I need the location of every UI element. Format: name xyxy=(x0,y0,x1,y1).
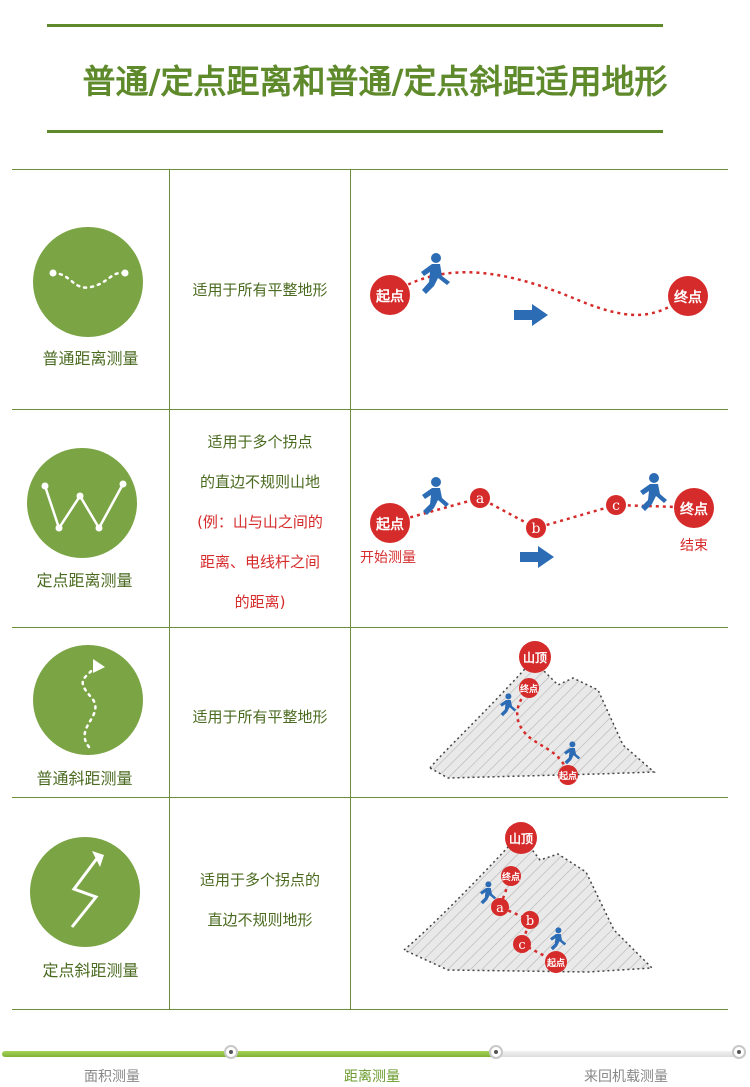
start-marker-label: 起点 xyxy=(375,288,404,305)
flat-distance-illustration: 起点 终点 xyxy=(370,253,708,326)
direction-arrow-icon xyxy=(520,546,554,568)
runner-icon xyxy=(422,477,449,515)
top-rule xyxy=(47,24,663,27)
end-marker-label: 终点 xyxy=(501,871,520,883)
step-dot[interactable] xyxy=(224,1045,238,1059)
row-description: 适用于多个拐点的 直边不规则地形 xyxy=(199,871,320,929)
svg-text:c: c xyxy=(518,938,525,953)
runner-icon xyxy=(500,693,517,717)
zigzag-up-arrow-icon xyxy=(30,837,140,947)
end-marker xyxy=(674,488,714,528)
progress-remaining xyxy=(496,1051,746,1057)
waypoint-b xyxy=(521,911,539,929)
start-marker xyxy=(370,503,410,543)
row-label: 定点距离测量 xyxy=(36,571,133,590)
end-marker-label: 终点 xyxy=(680,501,708,518)
waypoint-c xyxy=(513,935,531,953)
row-label: 普通距离测量 xyxy=(42,349,139,368)
step-label-area[interactable]: 面积测量 xyxy=(84,1069,140,1085)
waypoint-c xyxy=(606,495,626,515)
svg-text:a: a xyxy=(476,491,484,507)
wavy-dotted-line-icon xyxy=(33,227,143,337)
progress-filled xyxy=(2,1051,496,1057)
waypoint-a xyxy=(491,898,509,916)
step-indicator: 面积测量 距离测量 来回机载测量 xyxy=(0,1040,750,1087)
waypoint-b xyxy=(526,518,546,538)
end-note: 结束 xyxy=(680,538,708,554)
row-label: 定点斜距测量 xyxy=(42,961,139,980)
row-description: 适用于所有平整地形 xyxy=(192,708,328,726)
step-label-roundtrip[interactable]: 来回机载测量 xyxy=(584,1069,668,1085)
start-marker-label: 起点 xyxy=(375,516,404,533)
waypoint-a xyxy=(470,488,490,508)
svg-text:c: c xyxy=(612,498,620,514)
peak-marker-label: 山顶 xyxy=(509,831,533,846)
step-dot[interactable] xyxy=(732,1045,746,1059)
step-dot[interactable] xyxy=(489,1045,503,1059)
end-marker xyxy=(501,866,521,886)
svg-text:b: b xyxy=(526,914,534,929)
multi-point-distance-illustration: 起点 开始测量 终点 结束 a b c xyxy=(360,473,714,568)
bottom-rule xyxy=(47,130,663,133)
curved-up-arrow-icon xyxy=(33,645,143,755)
step-label-distance[interactable]: 距离测量 xyxy=(344,1069,400,1085)
start-marker xyxy=(558,765,578,785)
start-marker xyxy=(370,275,410,315)
end-marker-label: 终点 xyxy=(519,683,538,695)
peak-marker-label: 山顶 xyxy=(523,650,547,665)
start-note: 开始测量 xyxy=(360,550,416,566)
slope-distance-illustration: 山顶 终点 起点 xyxy=(428,641,656,785)
end-marker xyxy=(519,678,539,698)
svg-text:b: b xyxy=(532,521,541,537)
row-label: 普通斜距测量 xyxy=(36,769,133,788)
runner-icon xyxy=(480,881,497,905)
row-description: 适用于所有平整地形 xyxy=(192,281,328,299)
peak-marker xyxy=(519,641,551,673)
runner-icon xyxy=(640,473,667,511)
svg-text:a: a xyxy=(496,901,504,916)
terrain-table xyxy=(12,169,728,1010)
start-marker xyxy=(545,951,567,973)
end-marker-label: 终点 xyxy=(674,289,702,306)
runner-icon xyxy=(421,253,450,294)
end-marker xyxy=(668,276,708,316)
peak-marker xyxy=(505,822,537,854)
direction-arrow-icon xyxy=(514,304,548,326)
start-marker-label: 起点 xyxy=(546,957,565,969)
row-description: 适用于多个拐点 的直边不规则山地 (例：山与山之间的 距离、电线杆之间 的距离) xyxy=(197,433,323,611)
multi-point-slope-illustration: 山顶 终点 a b c 起点 xyxy=(402,822,654,973)
runner-icon xyxy=(564,741,581,765)
zigzag-w-icon xyxy=(27,448,137,558)
start-marker-label: 起点 xyxy=(558,770,577,782)
page-title: 普通/定点距离和普通/定点斜距适用地形 xyxy=(82,62,668,101)
runner-icon xyxy=(550,927,567,951)
